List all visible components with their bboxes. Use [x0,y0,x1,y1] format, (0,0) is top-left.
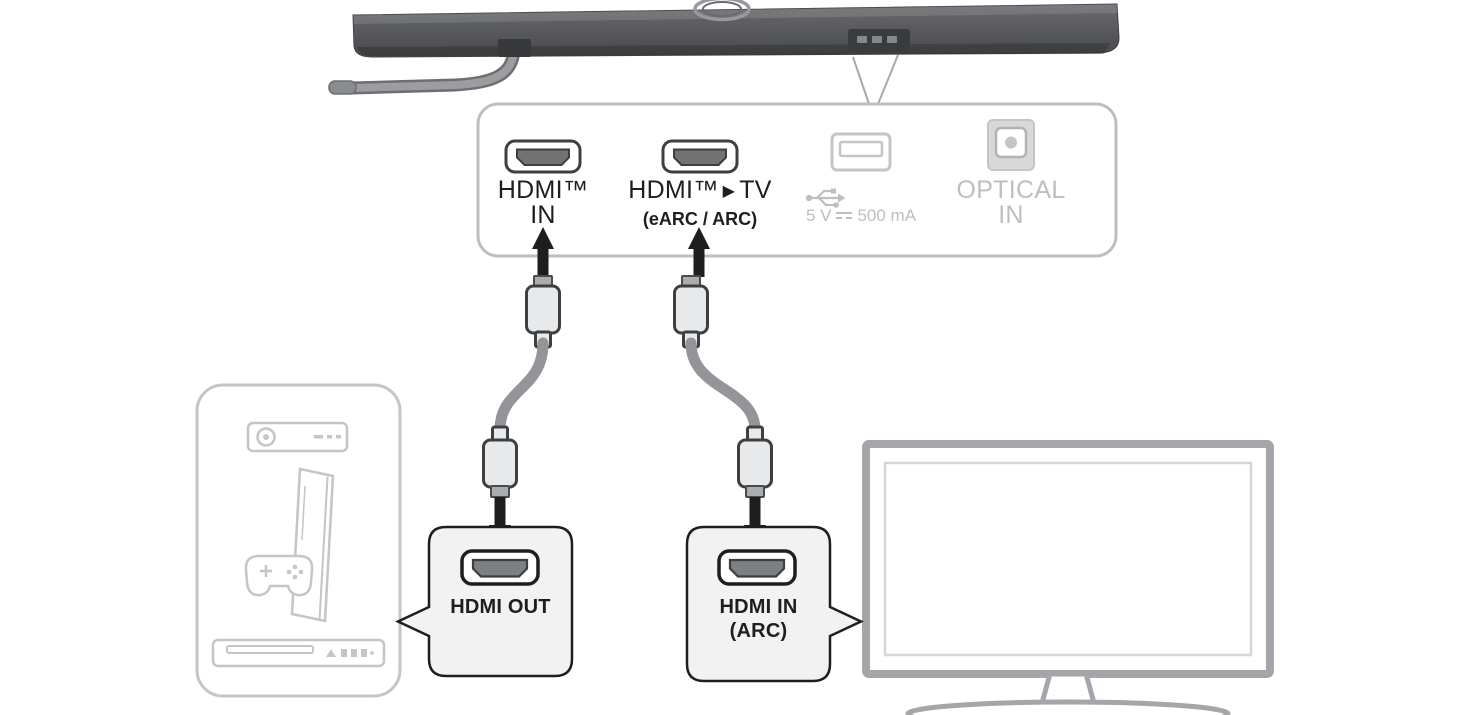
tv-icon [862,440,1274,715]
hdmi-out-label: HDMI OUT [450,596,551,618]
hdmi-tv-port-name-row: HDMI™▶TV [607,178,793,206]
dvd-player-icon [211,638,386,668]
hdmi-tv-port-label: HDMI™▶TV (eARC / ARC) [607,178,793,230]
usb-trident-icon [805,188,846,208]
game-console-icon [290,467,335,623]
usb-port-icon [830,132,892,172]
hdmi-tv-port-icon [661,139,739,174]
source-devices-box [195,383,402,698]
usb-power-label: 5 V 500 mA [791,207,931,225]
hdmi-tv-port-modes: (eARC / ARC) [642,209,758,229]
hdmi-in-port-direction: IN [530,201,556,229]
hdmi-cable-left [494,337,549,436]
optical-port-label: OPTICAL IN [941,178,1081,228]
tv-stand-base [905,699,1231,715]
hdmi-in-arc-label: HDMI IN (ARC) [687,595,830,643]
hdmi-plug-up-right [673,275,709,349]
hdmi-cables [494,337,761,436]
hdmi-out-port-icon [460,549,540,586]
hdmi-plug-up-left [525,275,561,349]
arrow-up-hdmi-tv [688,227,710,277]
optical-port-icon [987,119,1035,171]
usb-current: 500 mA [857,206,917,225]
set-top-box-icon [246,421,349,453]
hdmi-in-port-label: HDMI™ IN [463,178,623,228]
hdmi-tv-port-name: HDMI™ [628,176,719,204]
hdmi-cable-right [685,337,761,436]
hdmi-out-callout [395,525,574,678]
soundbar-bottom-shade [357,43,1110,56]
tv-screen [883,461,1253,657]
hdmi-in-port-icon [504,139,582,174]
soundbar [352,0,1120,58]
cable-notch [498,39,531,57]
zoom-leader-lines [852,54,899,105]
rear-panel [476,102,1118,258]
hdmi-plug-down-right [737,425,773,498]
hdmi-in-port-name: HDMI™ [497,176,589,204]
game-controller-icon [244,554,314,597]
hdmi-in-arc-port-icon [717,549,797,586]
dc-symbol-icon [836,211,853,221]
right-triangle-icon: ▶ [722,183,736,200]
soundbar-ring [693,0,751,22]
tv-stand-neck [1038,671,1098,706]
connector-recess [848,29,910,52]
arrow-up-hdmi-in [532,227,554,277]
hdmi-in-arc-label-line2: (ARC) [729,620,788,642]
hdmi-tv-port-target: TV [739,176,772,204]
hdmi-plug-down-left [482,425,518,498]
hdmi-in-arc-callout [685,525,864,683]
usb-voltage: 5 V [805,206,832,225]
arrows-up [532,227,710,277]
optical-port-name: OPTICAL [956,176,1066,204]
power-plug-tip [328,80,357,95]
hdmi-in-arc-label-line1: HDMI IN [719,596,798,618]
soundbar-ring-inner [702,1,742,17]
optical-port-direction: IN [998,201,1024,229]
